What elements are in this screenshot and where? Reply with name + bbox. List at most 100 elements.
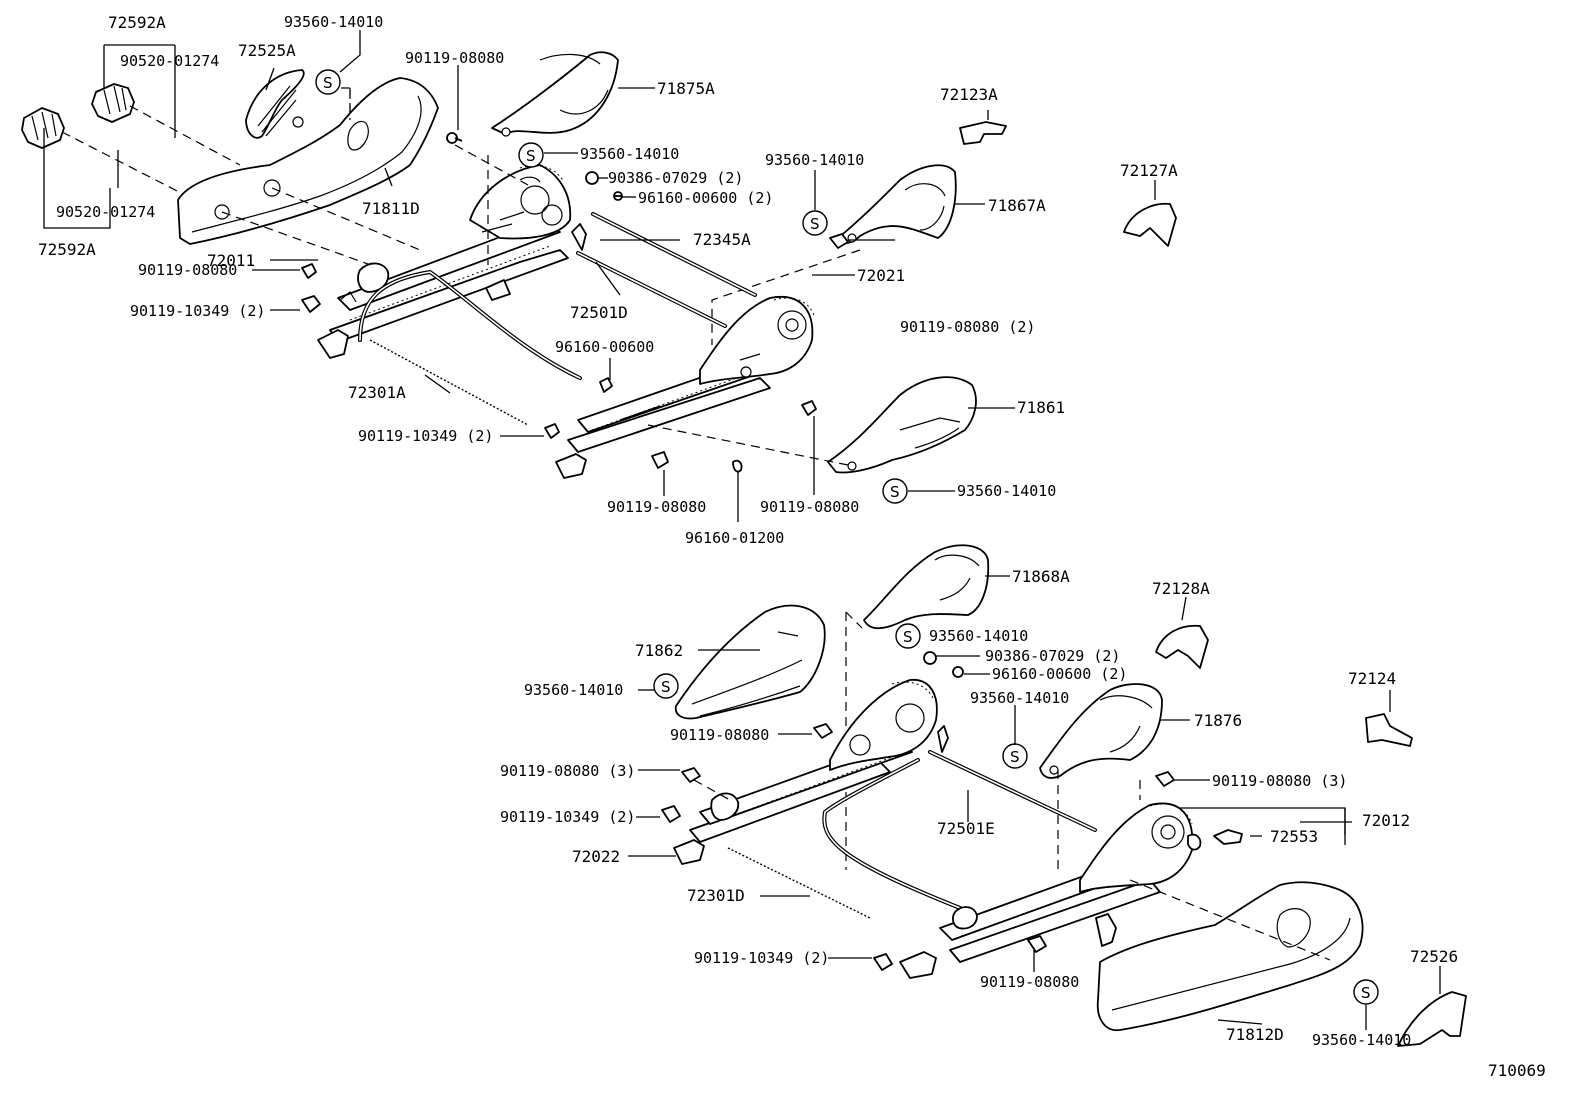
label-90119-10349-l2: 90119-10349 (2) [500, 808, 635, 826]
label-72553: 72553 [1270, 827, 1318, 846]
bolt-mid-2 [651, 451, 669, 469]
screw-symbol-5: S [895, 623, 921, 649]
label-72011: 72011 [207, 251, 255, 270]
label-93560-e: 93560-14010 [524, 681, 623, 699]
svg-text:S: S [1361, 984, 1371, 1002]
label-90119-08080-3a: 90119-08080 (3) [500, 762, 635, 780]
label-93560-top: 93560-14010 [284, 13, 383, 31]
bracket-72124 [1365, 713, 1413, 747]
label-72592A-top: 72592A [108, 13, 166, 32]
label-93560-h: 93560-14010 [1312, 1031, 1411, 1049]
label-72592A-bot: 72592A [38, 240, 96, 259]
label-72021: 72021 [857, 266, 905, 285]
clip-mid [599, 377, 613, 393]
label-71862: 71862 [635, 641, 683, 660]
label-71868A: 71868A [1012, 567, 1070, 586]
part-72553 [1213, 829, 1243, 845]
label-72345A: 72345A [693, 230, 751, 249]
label-71811D: 71811D [362, 199, 420, 218]
label-93560-f: 93560-14010 [929, 627, 1028, 645]
bolt-lower-1 [813, 723, 833, 739]
label-90520-bot: 90520-01274 [56, 203, 155, 221]
screw-symbol-7: S [1002, 743, 1028, 769]
label-72123A: 72123A [940, 85, 998, 104]
label-72526: 72526 [1410, 947, 1458, 966]
label-72012: 72012 [1362, 811, 1410, 830]
label-72124: 72124 [1348, 669, 1396, 688]
label-71876: 71876 [1194, 711, 1242, 730]
bolt-lower-4 [873, 953, 893, 971]
label-90119-10349-left: 90119-10349 (2) [130, 302, 265, 320]
label-72127A: 72127A [1120, 161, 1178, 180]
label-96160-00600-mid: 96160-00600 [555, 338, 654, 356]
label-71861: 71861 [1017, 398, 1065, 417]
label-96160-01200: 96160-01200 [685, 529, 784, 547]
svg-text:S: S [890, 483, 900, 501]
label-72525A: 72525A [238, 41, 296, 60]
bolt-lower-5 [1027, 935, 1047, 953]
screw-symbol-4: S [882, 478, 908, 504]
side-cover-71811D [177, 77, 439, 245]
bracket-72128A [1155, 624, 1209, 669]
cable-72301D [727, 847, 871, 919]
label-90119-08080-left: 90119-08080 [138, 261, 237, 279]
svg-text:S: S [661, 678, 671, 696]
svg-text:S: S [526, 147, 536, 165]
bolt-90119-08080-2 [829, 233, 849, 249]
bolt-mid-3 [801, 400, 817, 416]
svg-text:S: S [323, 74, 333, 92]
seat-track-72011 [317, 164, 572, 359]
knob-72592A-upper [91, 83, 135, 123]
svg-text:S: S [810, 215, 820, 233]
cover-71867A [837, 164, 957, 244]
label-93560-g: 93560-14010 [970, 689, 1069, 707]
lever-72525A [245, 69, 305, 139]
label-72501E: 72501E [937, 819, 995, 838]
label-90119-10349-b: 90119-10349 (2) [694, 949, 829, 967]
label-90520-top: 90520-01274 [120, 52, 219, 70]
diagram-number: 710069 [1488, 1061, 1546, 1080]
svg-text:S: S [1010, 748, 1020, 766]
label-90119-08080-3b: 90119-08080 (3) [1212, 772, 1347, 790]
label-90119-08080-b: 90119-08080 [980, 973, 1079, 991]
cover-71868A [863, 544, 990, 630]
label-90119-08080-m1: 90119-08080 [607, 498, 706, 516]
label-71812D: 71812D [1226, 1025, 1284, 1044]
label-93560-d: 93560-14010 [957, 482, 1056, 500]
screw-symbol-1: S [315, 69, 341, 95]
label-93560-b: 93560-14010 [580, 145, 679, 163]
label-90119-08080-m2: 90119-08080 [760, 498, 859, 516]
label-72501D: 72501D [570, 303, 628, 322]
clip-96160-lower [952, 666, 964, 678]
cover-71876 [1039, 683, 1163, 779]
side-cover-71812D [1096, 881, 1364, 1032]
screw-symbol-3: S [802, 210, 828, 236]
cover-71862 [674, 604, 826, 720]
clip-96160-00600 [613, 191, 623, 201]
cover-71875A [491, 51, 619, 137]
seat-track-72022 [673, 679, 938, 865]
label-72301D: 72301D [687, 886, 745, 905]
bracket-72123A [959, 121, 1007, 145]
clip-96160-01200 [732, 459, 743, 473]
label-90386-b: 90386-07029 (2) [985, 647, 1120, 665]
bolt-left-1 [301, 263, 317, 279]
nut-90386-lower [923, 651, 937, 665]
bolt-lower-2 [681, 767, 701, 783]
trim-72526 [1397, 991, 1467, 1047]
nut-90386 [585, 171, 599, 185]
bolt-lower-3 [661, 805, 681, 823]
label-72022: 72022 [572, 847, 620, 866]
label-90119-10349-mid: 90119-10349 (2) [358, 427, 493, 445]
bolt-mid-1 [544, 423, 560, 439]
label-96160-00600-a: 96160-00600 (2) [638, 189, 773, 207]
label-90386-a: 90386-07029 (2) [608, 169, 743, 187]
bolt-90119-08080-top [446, 132, 463, 144]
seat-track-72021 [555, 296, 815, 479]
label-96160-00600-b: 96160-00600 (2) [992, 665, 1127, 683]
knob-72592A-lower [21, 107, 65, 149]
label-90119-08080-top: 90119-08080 [405, 49, 504, 67]
bolt-left-2 [301, 295, 321, 313]
cover-71861 [827, 376, 977, 474]
